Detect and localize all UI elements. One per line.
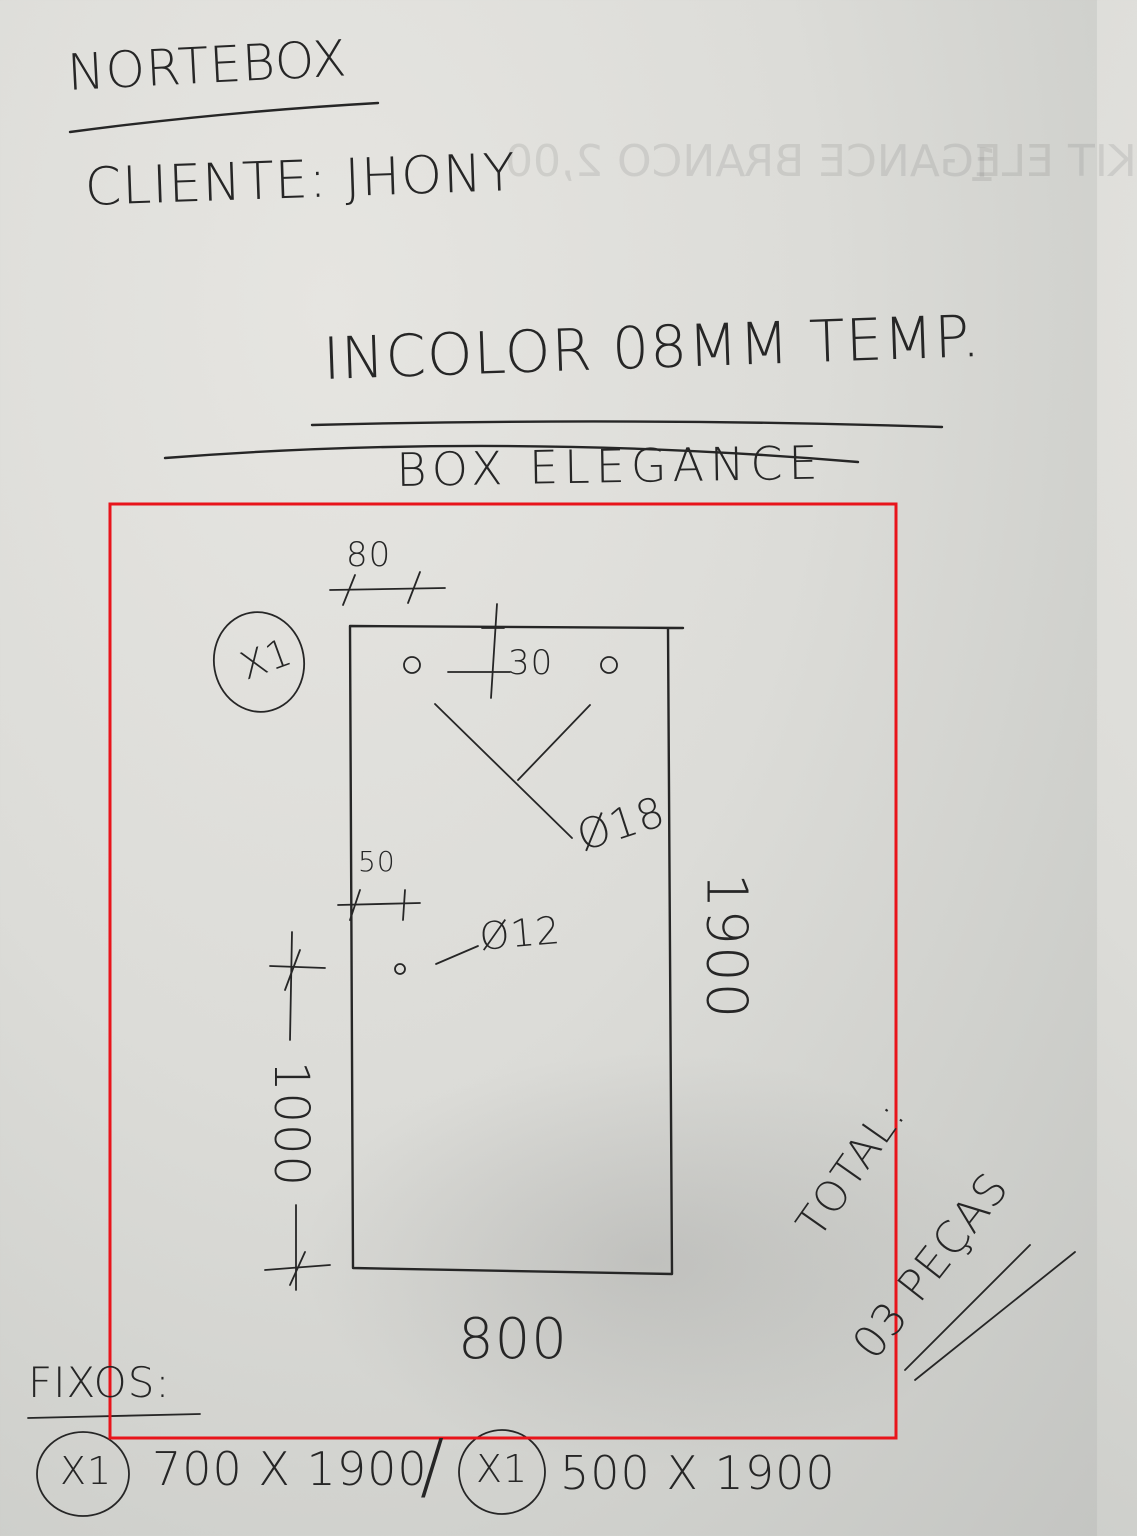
fixos-label: FIXOS: — [28, 1358, 171, 1407]
fixos-item1-size: 700 X 1900 — [152, 1442, 428, 1496]
hole-side — [394, 963, 406, 975]
leader-018-v — [434, 703, 573, 839]
fixos-separator: / — [420, 1424, 446, 1508]
fixos-qty1-circle — [36, 1431, 130, 1517]
dim-1000-tick-top — [269, 965, 326, 969]
leader-018-branch — [517, 704, 591, 781]
glass-panel-outline — [348, 624, 685, 1276]
dim-50-tick-right — [402, 889, 406, 921]
dim-30-vertical — [490, 603, 498, 699]
dim-1000-tick-bottom-slash — [289, 1251, 306, 1286]
dim-80-tick-left — [342, 574, 356, 606]
dim-50-tick-left — [349, 889, 361, 921]
technical-drawing — [27, 101, 1076, 1517]
dim-1000-label: 1000 — [263, 1060, 320, 1188]
hole-012-label: Ø12 — [477, 907, 563, 959]
dim-1000-tick-top-slash — [284, 949, 301, 991]
total-underline-2 — [914, 1251, 1076, 1381]
dim-50-label: 50 — [358, 845, 396, 878]
dim-50-line — [337, 902, 421, 906]
dim-800-label: 800 — [458, 1307, 568, 1372]
company-underline — [68, 101, 380, 134]
fixos-item2-size: 500 X 1900 — [560, 1446, 836, 1500]
annotation-frame — [108, 502, 898, 1440]
dim-1000-line-top — [289, 931, 293, 1041]
fixos-item1-qty: X1 — [60, 1449, 113, 1493]
fixos-underline — [27, 1413, 201, 1419]
dim-80-line — [329, 587, 446, 591]
spec-underline-1 — [310, 420, 944, 429]
fixos-qty2-circle — [458, 1429, 546, 1515]
total-underline-1 — [904, 1244, 1031, 1371]
quantity-circle — [212, 611, 306, 713]
dim-80-label: 80 — [346, 535, 392, 575]
dim-1900-label: 1900 — [693, 872, 759, 1020]
spec-underline-2 — [163, 444, 860, 464]
leader-012 — [435, 945, 479, 965]
dim-80-tick-right — [407, 571, 421, 604]
hole-top-left — [403, 656, 421, 674]
hole-top-right — [600, 656, 618, 674]
fixos-item2-qty: X1 — [476, 1447, 529, 1491]
dim-30-label: 30 — [508, 643, 554, 683]
